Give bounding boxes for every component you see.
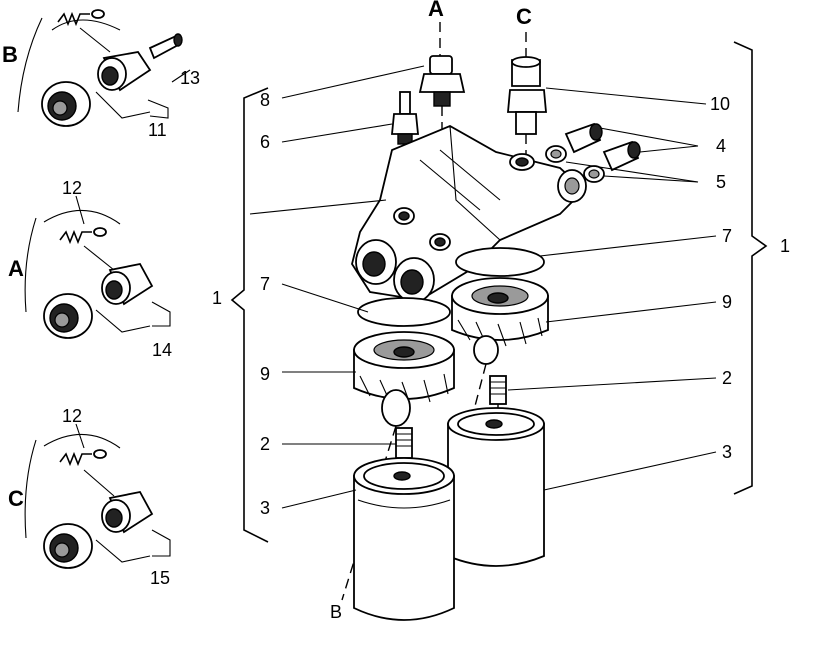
- dash-b-left: [341, 425, 397, 601]
- wire-connector-b: [57, 9, 111, 53]
- nut-a: [43, 293, 93, 339]
- detail-a-arc: [24, 217, 37, 313]
- nut-c: [43, 523, 93, 569]
- brace-group-1-right: [733, 41, 768, 495]
- callout-9-left: 9: [260, 364, 270, 384]
- callout-2-right: 2: [722, 368, 732, 388]
- detail-c-arc: [24, 439, 37, 539]
- wire-connector-c: [59, 449, 115, 497]
- callout-8: 8: [260, 90, 270, 110]
- detail-a-arc-top: [43, 209, 121, 225]
- filter-canister-3-left: [353, 457, 455, 621]
- detail-b-arc: [17, 17, 43, 113]
- gasket-7-left: [357, 297, 451, 327]
- brace-group-1-left: [230, 87, 269, 543]
- detail-b-arc-top: [51, 19, 121, 31]
- callout-6: 6: [260, 132, 270, 152]
- sender-body-a: [101, 262, 154, 306]
- detail-view-b: [17, 9, 191, 127]
- label-view-c-main: C: [516, 4, 532, 29]
- gasket-7-right: [455, 247, 545, 277]
- plugs-4: [564, 122, 641, 172]
- bolt-13: [148, 33, 183, 60]
- wire-connector-a: [59, 227, 115, 271]
- label-view-a-main: A: [428, 0, 444, 21]
- callout-7-right: 7: [722, 226, 732, 246]
- leader-12-a: [75, 195, 85, 225]
- leader-11: [95, 91, 169, 119]
- callout-11: 11: [148, 120, 167, 140]
- nipple-2-left: [395, 427, 413, 459]
- leader-13: [171, 69, 191, 83]
- nut-b: [41, 81, 91, 127]
- label-view-b-main: B: [330, 602, 342, 622]
- detail-view-a: [24, 195, 171, 339]
- callout-2-left: 2: [260, 434, 270, 454]
- temperature-sensor-c: [507, 32, 547, 162]
- detail-c-arc-top: [43, 433, 121, 449]
- leader-lines: [249, 65, 717, 509]
- label-detail-b: B: [2, 42, 18, 67]
- callout-13: 13: [180, 68, 200, 88]
- cap-left: [381, 389, 411, 427]
- callout-14: 14: [152, 340, 172, 360]
- callout-3-left: 3: [260, 498, 270, 518]
- callout-10: 10: [710, 94, 730, 114]
- detail-view-c: [24, 423, 171, 569]
- sender-body-c: [101, 490, 154, 534]
- callout-12-a: 12: [62, 178, 82, 198]
- leader-15: [95, 529, 171, 563]
- bleed-valve-6: [391, 91, 419, 212]
- filter-head: [351, 125, 587, 303]
- filter-canister-3-right: [447, 407, 545, 567]
- leader-14: [95, 301, 171, 333]
- callout-7-left: 7: [260, 274, 270, 294]
- callout-3-right: 3: [722, 442, 732, 462]
- nipple-2-right: [489, 375, 507, 416]
- label-detail-a: A: [8, 256, 24, 281]
- callout-4: 4: [716, 136, 726, 156]
- cap-right: [473, 335, 499, 365]
- callout-9-right: 9: [722, 292, 732, 312]
- callout-5: 5: [716, 172, 726, 192]
- sender-body-b: [97, 51, 152, 92]
- filter-cartridge-9-right: [451, 277, 549, 347]
- callout-1-left: 1: [212, 288, 222, 308]
- callout-1-right: 1: [780, 236, 790, 256]
- callout-15: 15: [150, 568, 170, 588]
- label-detail-c: C: [8, 486, 24, 511]
- filter-cartridge-9-left: [353, 331, 455, 405]
- callout-12-c: 12: [62, 406, 82, 426]
- leader-12-c: [75, 423, 85, 449]
